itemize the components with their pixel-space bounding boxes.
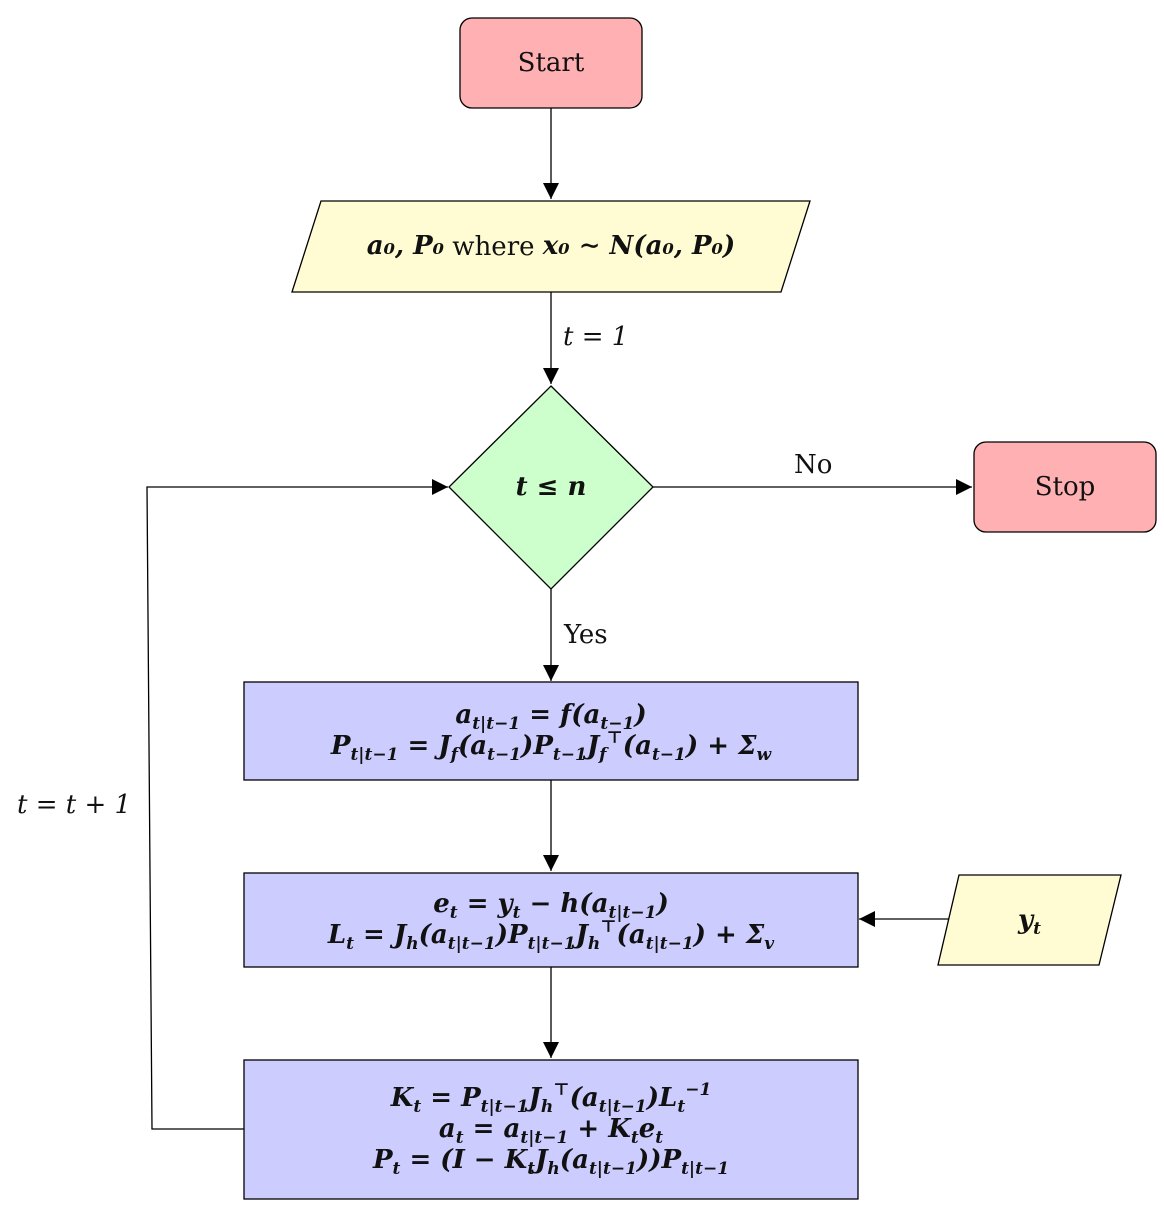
init-node (291, 200, 811, 293)
innovation-line-cov: Lt = Jh(at|t−1)Pt|t−1Jh⊤(at|t−1) + Σv (327, 917, 775, 954)
decision-node (448, 385, 654, 590)
stop-text: Stop (1034, 472, 1096, 502)
innovation-line-error: et = yt − h(at|t−1) (433, 889, 669, 923)
observation-text: yt (1018, 904, 1041, 939)
update-label: Kt = Pt|t−1Jh⊤(at|t−1)Lt−1 at = at|t−1 +… (244, 1060, 858, 1199)
predict-line-cov: Pt|t−1 = Jf(at−1)Pt−1Jf⊤(at−1) + Σw (330, 728, 772, 765)
edge-label-t-equals-1: t = 1 (563, 322, 629, 352)
update-line-state: at = at|t−1 + Ktet (438, 1114, 664, 1148)
observation-label: yt (938, 875, 1121, 965)
start-label: Start (460, 18, 642, 108)
init-label: a₀, P₀ where x₀ ∼ N(a₀, P₀) (292, 201, 810, 292)
innovation-node (243, 872, 859, 968)
update-node (243, 1059, 859, 1200)
edge-label-no: No (794, 450, 833, 480)
edge-update-loop-to-decision (146, 479, 448, 1130)
start-node (459, 17, 643, 109)
predict-label: at|t−1 = f(at−1) Pt|t−1 = Jf(at−1)Pt−1Jf… (244, 682, 858, 780)
update-line-gain: Kt = Pt|t−1Jh⊤(at|t−1)Lt−1 (390, 1080, 712, 1117)
start-text: Start (517, 48, 585, 78)
init-text-dist: x₀ ∼ N(a₀, P₀) (542, 231, 736, 261)
init-text-where: where (444, 231, 543, 262)
edge-label-yes: Yes (564, 620, 608, 650)
stop-node (973, 441, 1157, 533)
init-text-vars: a₀, P₀ (366, 231, 445, 261)
innovation-label: et = yt − h(at|t−1) Lt = Jh(at|t−1)Pt|t−… (244, 873, 858, 967)
predict-node (243, 681, 859, 781)
decision-label: t ≤ n (449, 386, 653, 589)
stop-label: Stop (974, 442, 1156, 532)
update-line-cov: Pt = (I − KtJh(at|t−1))Pt|t−1 (372, 1145, 730, 1179)
edge-label-t-increment: t = t + 1 (17, 790, 132, 820)
predict-line-state: at|t−1 = f(at−1) (455, 700, 647, 734)
decision-text: t ≤ n (515, 472, 587, 502)
observation-node (937, 874, 1122, 966)
